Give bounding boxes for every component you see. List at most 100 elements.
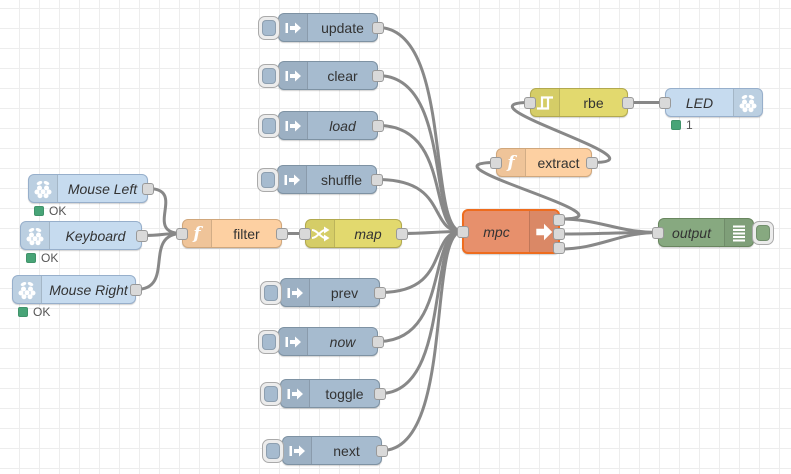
output-port[interactable] xyxy=(142,182,154,195)
node-status: 1 xyxy=(671,118,693,132)
node-label: Mouse Left xyxy=(67,180,138,197)
output-port[interactable] xyxy=(372,335,384,348)
inject-button-inner xyxy=(262,20,276,36)
input-port[interactable] xyxy=(524,96,536,109)
output-port-3[interactable] xyxy=(553,242,565,254)
output-port[interactable] xyxy=(396,227,408,240)
wire[interactable] xyxy=(558,231,660,251)
output-port[interactable] xyxy=(130,283,142,296)
node-led[interactable]: LED xyxy=(659,88,763,117)
node-label: LED xyxy=(685,94,714,111)
node-label: now xyxy=(329,333,356,350)
node-clear[interactable]: clear xyxy=(258,61,384,90)
node-load[interactable]: load xyxy=(258,111,384,140)
node-output[interactable]: output xyxy=(652,218,774,247)
wire[interactable] xyxy=(375,178,464,233)
node-rbe[interactable]: rbe xyxy=(524,88,634,117)
node-keyboard[interactable]: Keyboard xyxy=(20,221,148,250)
inject-button-inner xyxy=(262,334,276,350)
node-shuffle[interactable]: shuffle xyxy=(257,165,383,194)
output-port-1[interactable] xyxy=(553,214,565,226)
hysteresis-icon xyxy=(531,89,560,116)
inject-arrow-icon xyxy=(281,279,310,306)
inject-arrow-icon xyxy=(279,14,308,41)
output-port[interactable] xyxy=(371,173,383,186)
input-port[interactable] xyxy=(176,227,188,240)
inject-button[interactable] xyxy=(260,382,282,406)
node-extract[interactable]: f extract xyxy=(490,148,598,177)
node-label: rbe xyxy=(583,94,604,111)
input-port[interactable] xyxy=(652,226,664,239)
node-status: OK xyxy=(34,204,66,218)
node-label: map xyxy=(354,225,382,242)
output-port[interactable] xyxy=(276,227,288,240)
wire[interactable] xyxy=(380,230,464,452)
node-toggle[interactable]: toggle xyxy=(260,379,386,408)
inject-button[interactable] xyxy=(260,281,282,305)
output-port[interactable] xyxy=(374,286,386,299)
raspberry-pi-icon xyxy=(29,175,58,202)
inject-button[interactable] xyxy=(257,168,279,192)
status-dot xyxy=(671,120,681,130)
inject-arrow-icon xyxy=(279,112,308,139)
input-port[interactable] xyxy=(299,227,311,240)
inject-button[interactable] xyxy=(258,16,280,40)
output-port[interactable] xyxy=(136,229,148,242)
svg-text:f: f xyxy=(192,224,203,244)
input-port[interactable] xyxy=(659,96,671,109)
output-port[interactable] xyxy=(586,156,598,169)
wire[interactable] xyxy=(475,161,581,221)
node-label: extract xyxy=(537,154,580,171)
output-port[interactable] xyxy=(372,21,384,34)
debug-list-icon xyxy=(724,219,753,246)
input-port[interactable] xyxy=(457,225,469,238)
wire[interactable] xyxy=(376,124,464,233)
node-prev[interactable]: prev xyxy=(260,278,386,307)
inject-button[interactable] xyxy=(262,439,284,463)
node-mouse-right[interactable]: Mouse Right xyxy=(12,275,142,304)
output-port[interactable] xyxy=(372,69,384,82)
node-filter[interactable]: f filter xyxy=(176,219,288,248)
node-mpc[interactable]: mpc xyxy=(457,209,565,254)
node-mouse-left[interactable]: Mouse Left xyxy=(28,174,154,203)
node-update[interactable]: update xyxy=(258,13,384,42)
wire[interactable] xyxy=(558,217,660,234)
status-dot xyxy=(26,253,36,263)
output-port-2[interactable] xyxy=(553,228,565,240)
wire[interactable] xyxy=(510,101,612,164)
status-text: OK xyxy=(41,251,59,265)
svg-text:f: f xyxy=(506,153,517,173)
node-label: clear xyxy=(327,67,358,84)
input-port[interactable] xyxy=(490,156,502,169)
node-label: Keyboard xyxy=(65,227,126,244)
output-port[interactable] xyxy=(622,96,634,109)
output-port[interactable] xyxy=(372,119,384,132)
node-label: toggle xyxy=(325,385,364,402)
debug-toggle-button[interactable] xyxy=(752,221,774,245)
output-port[interactable] xyxy=(376,444,388,457)
node-label: shuffle xyxy=(321,171,362,188)
status-text: 1 xyxy=(686,118,693,132)
wire[interactable] xyxy=(376,74,464,233)
inject-button[interactable] xyxy=(258,330,280,354)
raspberry-pi-icon xyxy=(13,276,42,303)
inject-button[interactable] xyxy=(258,64,280,88)
node-map[interactable]: map xyxy=(299,219,408,248)
node-label: next xyxy=(333,442,360,459)
inject-button-inner xyxy=(264,386,278,402)
inject-arrow-icon xyxy=(279,328,308,355)
wire[interactable] xyxy=(378,230,464,395)
inject-button-inner xyxy=(266,443,280,459)
inject-arrow-icon xyxy=(278,166,307,193)
wire[interactable] xyxy=(376,26,464,233)
node-next[interactable]: next xyxy=(262,436,388,465)
node-now[interactable]: now xyxy=(258,327,384,356)
inject-button[interactable] xyxy=(258,114,280,138)
wire[interactable] xyxy=(146,187,184,235)
wire[interactable] xyxy=(134,232,184,291)
status-text: OK xyxy=(49,204,67,218)
output-port[interactable] xyxy=(374,387,386,400)
status-dot xyxy=(34,206,44,216)
